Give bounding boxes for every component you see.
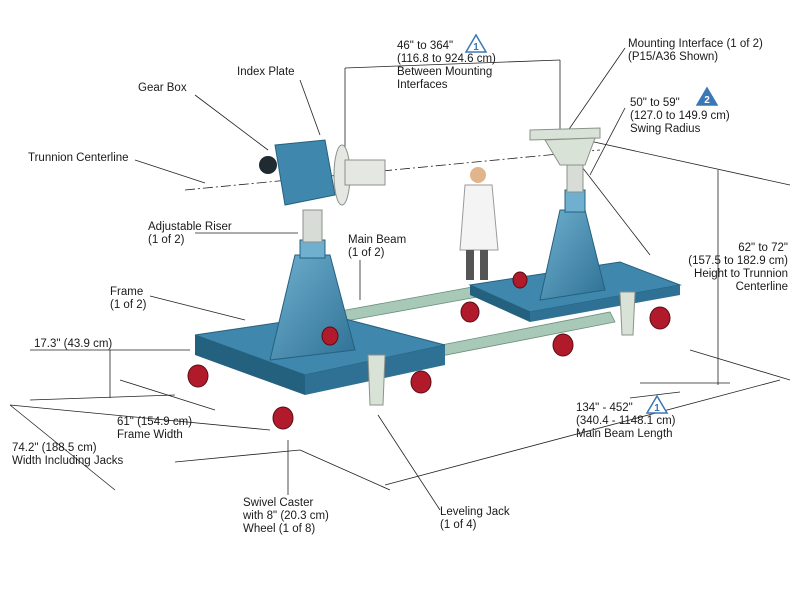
fixture-body [187,127,682,430]
frame-label: Frame(1 of 2) [110,286,147,311]
leveling-jack-label: Leveling Jack(1 of 4) [440,506,510,531]
note-badge-text: 1 [473,42,479,53]
leader-lines [9,47,791,511]
trunnion-leader [134,159,206,184]
beam-length-line [384,379,781,486]
mounting-interface-label: Mounting Interface (1 of 2)(P15/A36 Show… [628,38,763,63]
right-frame [468,127,682,322]
note-badge-1-top: 1 [464,33,488,53]
caster-wheel [512,271,528,289]
note-badge-1-bottom: 1 [645,394,669,414]
trunnion-centerline [184,149,601,191]
main-beam-length-label: 134" - 452"(340.4 - 1148.1 cm)Main Beam … [576,402,676,440]
mounting-distance-label: 46" to 364"(116.8 to 924.6 cm) Between M… [397,40,496,91]
caster-wheel [321,326,339,346]
leveling-jack [619,291,636,336]
caster-wheel [272,406,294,430]
left-frame [194,139,446,395]
caster-wheels [187,271,671,430]
note-badge-2: 2 [695,86,719,106]
leveling-jack [367,354,386,406]
swing-radius-label: 50" to 59"(127.0 to 149.9 cm)Swing Radiu… [630,97,730,135]
note-badge-text: 2 [704,95,710,106]
frame-width-label: 61" (154.9 cm)Frame Width [117,416,193,441]
trunnion-height-label: 62" to 72"(157.5 to 182.9 cm) Height to … [688,242,788,293]
main-beam-label: Main Beam(1 of 2) [348,234,407,259]
gear-box [274,139,336,206]
caster-wheel [649,306,671,330]
caster-wheel [460,301,480,323]
adjustable-riser-label: Adjustable Riser(1 of 2) [148,221,232,246]
leveling-jacks [367,291,636,406]
width-jacks-label: 74.2" (188.5 cm)Width Including Jacks [12,442,124,467]
gear-box-motor [259,156,277,174]
caster-wheel [187,364,209,388]
caster-wheel [410,370,432,394]
gear-box-label: Gear Box [138,82,187,94]
index-plate-label: Index Plate [237,66,295,78]
trunnion-centerline-label: Trunnion Centerline [28,152,129,164]
frame-height-label: 17.3" (43.9 cm) [34,338,113,350]
mounting-distance-line [344,59,561,69]
note-badge-text: 1 [654,403,660,414]
caster-wheel [552,333,574,357]
worker-figure [459,167,499,280]
